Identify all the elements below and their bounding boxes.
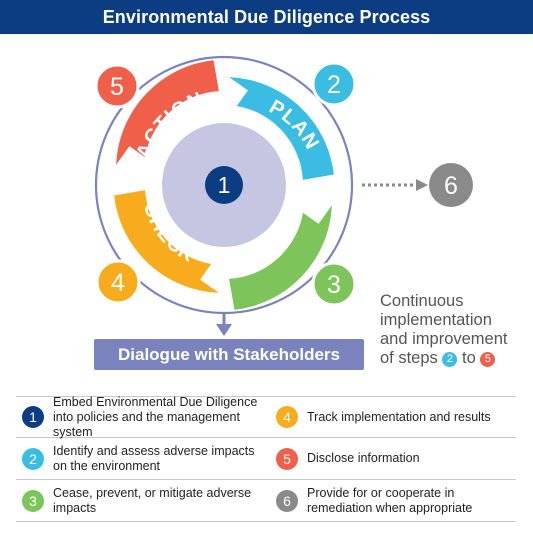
pdca-diagram: 1 PLAN ACTION DO CHECK 5 2 4 3 6 bbox=[94, 55, 473, 336]
legend-item-1: 1 Embed Environmental Due Diligence into… bbox=[16, 394, 266, 439]
badge-step-6: 6 bbox=[429, 163, 473, 207]
segment-do bbox=[229, 205, 332, 310]
legend-text-2: Identify and assess adverse impacts on t… bbox=[53, 443, 255, 473]
step-legend: 1 Embed Environmental Due Diligence into… bbox=[16, 394, 516, 526]
note-line-3: and improvement bbox=[380, 330, 508, 348]
legend-item-2: 2 Identify and assess adverse impacts on… bbox=[16, 438, 266, 480]
page-title: Environmental Due Diligence Process bbox=[0, 0, 533, 34]
segment-check bbox=[114, 190, 219, 293]
legend-text-6: Provide for or cooperate in remediation … bbox=[307, 485, 473, 515]
legend-number-4: 4 bbox=[276, 406, 298, 428]
note-step-to-badge: 5 bbox=[480, 352, 496, 367]
svg-text:6: 6 bbox=[444, 172, 458, 200]
legend-item-3: 3 Cease, prevent, or mitigate adverse im… bbox=[16, 480, 266, 522]
continuous-improvement-note: Continuous implementation and improvemen… bbox=[380, 292, 530, 368]
legend-number-5: 5 bbox=[276, 447, 298, 470]
note-line-1: Continuous bbox=[380, 292, 464, 310]
legend-number-1: 1 bbox=[22, 406, 44, 428]
svg-text:2: 2 bbox=[327, 71, 341, 99]
note-step-from-badge: 2 bbox=[442, 352, 458, 367]
svg-text:4: 4 bbox=[111, 269, 125, 297]
dialogue-with-stakeholders-box: Dialogue with Stakeholders bbox=[94, 339, 364, 370]
badge-step-5: 5 bbox=[94, 63, 140, 109]
note-line-2: implementation bbox=[380, 311, 492, 329]
legend-number-3: 3 bbox=[22, 489, 44, 512]
legend-item-6: 6 Provide for or cooperate in remediatio… bbox=[266, 480, 516, 522]
segment-action bbox=[116, 60, 219, 165]
note-prefix: of steps bbox=[380, 349, 438, 367]
legend-text-1: Embed Environmental Due Diligence into p… bbox=[53, 394, 258, 439]
note-joiner: to bbox=[461, 349, 476, 367]
badge-step-4: 4 bbox=[95, 259, 141, 305]
note-line-4: of steps 2 to 5 bbox=[380, 349, 530, 368]
legend-text-4: Track implementation and results bbox=[307, 409, 491, 424]
legend-item-5: 5 Disclose information bbox=[266, 438, 516, 480]
legend-number-6: 6 bbox=[276, 489, 298, 512]
connector-arrowhead bbox=[416, 179, 428, 191]
segment-plan bbox=[229, 77, 334, 180]
center-step-circle bbox=[205, 166, 243, 204]
svg-text:5: 5 bbox=[110, 73, 124, 101]
badge-step-3: 3 bbox=[311, 261, 357, 307]
svg-text:3: 3 bbox=[327, 271, 341, 299]
center-step-number: 1 bbox=[218, 172, 231, 198]
legend-item-4: 4 Track implementation and results bbox=[266, 396, 516, 438]
legend-text-5: Disclose information bbox=[307, 451, 420, 465]
badge-step-2: 2 bbox=[311, 61, 357, 107]
legend-number-2: 2 bbox=[22, 447, 44, 470]
legend-text-3: Cease, prevent, or mitigate adverse impa… bbox=[53, 485, 252, 515]
stakeholder-arrowhead bbox=[216, 324, 232, 336]
